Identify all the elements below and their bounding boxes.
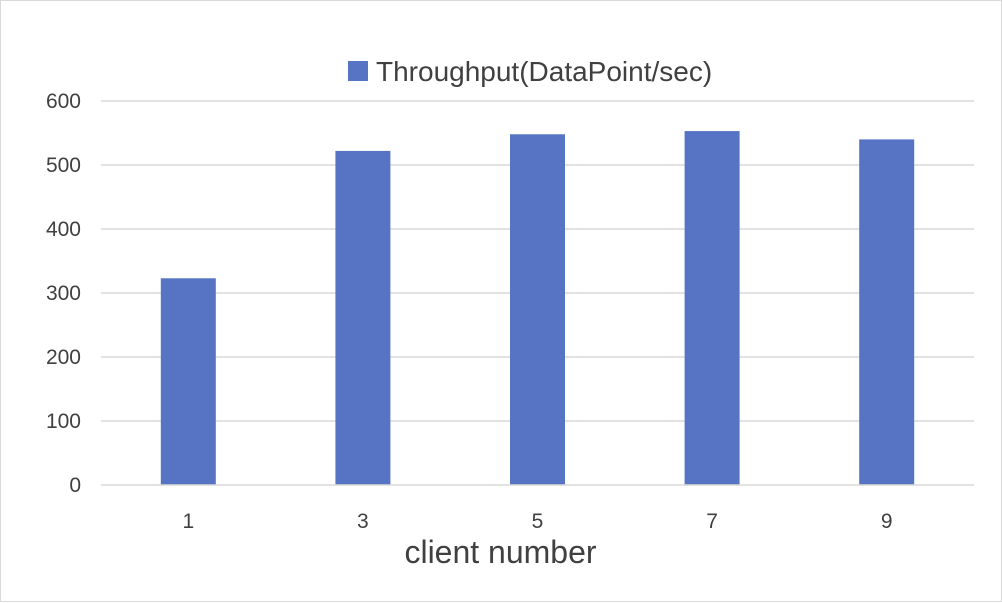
bars (160, 131, 915, 486)
y-axis-tick-labels: 0 100 200 300 400 500 600 (46, 90, 81, 497)
x-tick-label: 1 (182, 510, 194, 533)
y-tick-label: 300 (46, 282, 81, 305)
x-tick-label: 3 (357, 510, 369, 533)
legend-label: Throughput(DataPoint/sec) (376, 56, 712, 87)
bar-client-3 (335, 150, 391, 486)
legend: Throughput(DataPoint/sec) (348, 56, 712, 87)
bar-client-5 (510, 134, 565, 485)
y-tick-label: 100 (46, 410, 81, 433)
bar-client-1 (160, 278, 216, 485)
y-tick-label: 200 (46, 346, 81, 369)
y-tick-label: 400 (46, 218, 81, 241)
bar-client-7 (684, 131, 740, 485)
legend-swatch (348, 61, 368, 81)
x-axis-title: client number (404, 534, 596, 570)
y-tick-label: 0 (69, 474, 81, 497)
bar-client-9 (859, 139, 915, 485)
x-axis-tick-labels: 1 3 5 7 9 (182, 510, 892, 533)
y-tick-label: 600 (46, 90, 81, 113)
x-tick-label: 7 (706, 510, 718, 533)
x-tick-label: 5 (532, 510, 544, 533)
y-tick-label: 500 (46, 154, 81, 177)
x-tick-label: 9 (881, 510, 893, 533)
